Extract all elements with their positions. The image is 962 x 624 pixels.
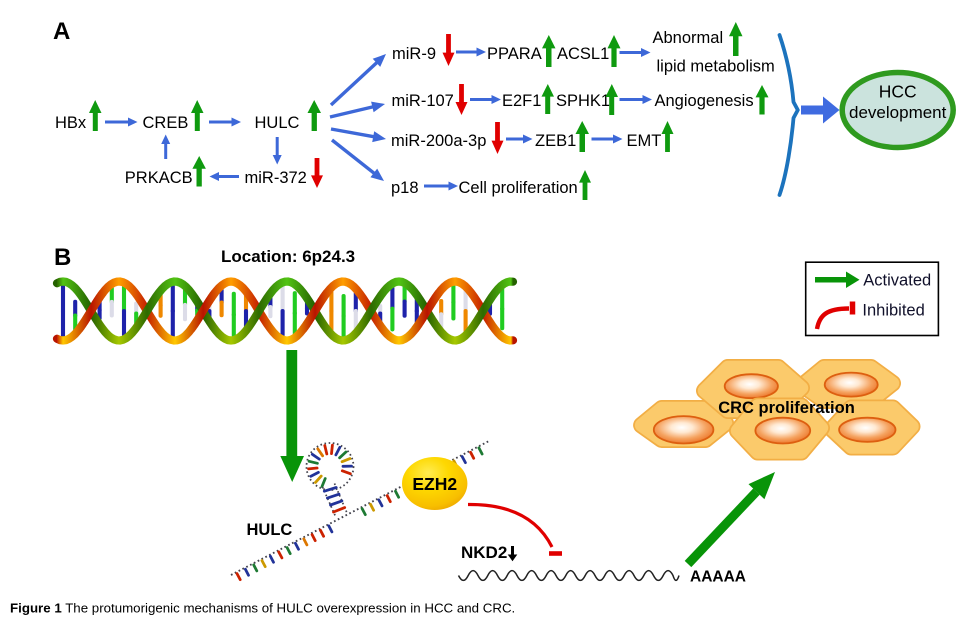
svg-text:lipid metabolism: lipid metabolism: [657, 58, 775, 76]
svg-text:HCC: HCC: [879, 82, 917, 102]
svg-text:miR-9: miR-9: [392, 45, 436, 63]
svg-text:miR-107: miR-107: [392, 92, 454, 110]
svg-text:Angiogenesis: Angiogenesis: [655, 92, 754, 110]
svg-text:Figure 1 The protumorigenic me: Figure 1 The protumorigenic mechanisms o…: [10, 601, 515, 616]
svg-text:Cell proliferation: Cell proliferation: [459, 179, 578, 197]
svg-text:Activated: Activated: [863, 272, 931, 290]
svg-text:CRC proliferation: CRC proliferation: [718, 399, 855, 417]
svg-text:p18: p18: [391, 179, 419, 197]
svg-text:EZH2: EZH2: [412, 474, 457, 494]
svg-text:AAAAA: AAAAA: [690, 569, 746, 586]
svg-text:SPHK1: SPHK1: [556, 92, 610, 110]
svg-text:ACSL1: ACSL1: [557, 45, 609, 63]
svg-text:Abnormal: Abnormal: [653, 29, 724, 47]
svg-text:NKD2: NKD2: [461, 543, 507, 562]
svg-text:PRKACB: PRKACB: [125, 169, 193, 187]
svg-text:ZEB1: ZEB1: [535, 132, 576, 150]
svg-text:B: B: [54, 244, 71, 271]
svg-text:Location: 6p24.3: Location: 6p24.3: [221, 247, 355, 266]
svg-text:CREB: CREB: [143, 114, 189, 132]
svg-text:development: development: [849, 103, 947, 122]
svg-text:HBx: HBx: [55, 114, 87, 132]
svg-text:miR-200a-3p: miR-200a-3p: [391, 132, 486, 150]
svg-text:E2F1: E2F1: [502, 92, 541, 110]
svg-text:HULC: HULC: [255, 114, 300, 132]
svg-text:A: A: [53, 18, 70, 45]
svg-text:PPARA: PPARA: [487, 45, 542, 63]
svg-text:Inhibited: Inhibited: [862, 302, 924, 320]
svg-text:miR-372: miR-372: [245, 169, 307, 187]
svg-text:EMT: EMT: [627, 132, 662, 150]
svg-text:HULC: HULC: [247, 521, 293, 539]
